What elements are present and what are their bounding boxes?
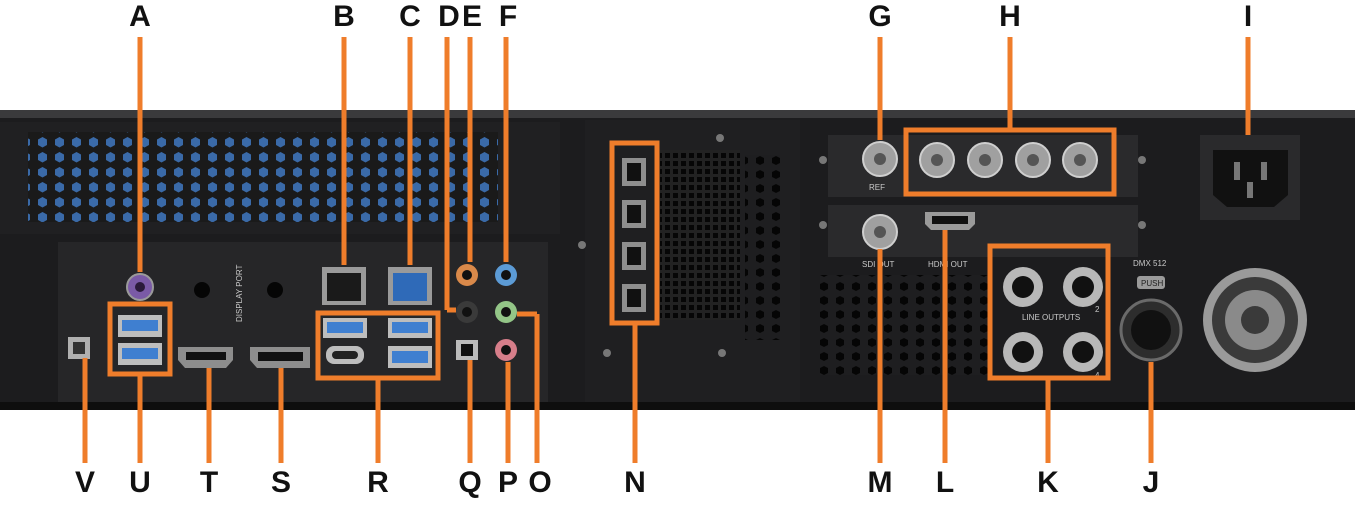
callout-label-r: R: [367, 466, 389, 499]
gpu-vent-2: [745, 155, 780, 340]
push-label: PUSH: [1141, 279, 1163, 288]
bnc-sdi-inputs-h: [919, 142, 1098, 178]
callout-label-q: Q: [458, 466, 482, 499]
callout-label-k: K: [1037, 466, 1059, 499]
line-outputs-label: LINE OUTPUTS: [1022, 313, 1080, 322]
callout-label-h: H: [999, 0, 1021, 33]
ref-label: REF: [869, 183, 885, 192]
callout-label-o: O: [528, 466, 552, 499]
callout-label-d: D: [438, 0, 460, 33]
callout-label-v: V: [74, 466, 96, 499]
callout-lines: [82, 37, 1251, 463]
callout-label-u: U: [129, 466, 151, 499]
line-output-jacks-k: [1003, 267, 1103, 372]
callout-label-s: S: [270, 466, 292, 499]
hdmi-out-label: HDMI OUT: [928, 260, 968, 269]
callout-label-i: I: [1243, 0, 1253, 33]
callout-label-j: J: [1142, 466, 1160, 499]
callout-label-t: T: [199, 466, 219, 499]
callout-label-p: P: [497, 466, 519, 499]
dmx-label: DMX 512: [1133, 259, 1167, 268]
callout-label-c: C: [399, 0, 421, 33]
antenna-hole-1: [194, 282, 210, 298]
dmx-push-tab: [1137, 276, 1165, 289]
callout-label-f: F: [498, 0, 518, 33]
callout-label-g: G: [868, 0, 892, 33]
display-port-label: DISPLAY PORT: [235, 265, 244, 322]
gpu-mini-dp-ports: [622, 158, 646, 312]
gpu-vent-grid: [660, 150, 740, 320]
left-vent: [28, 132, 498, 222]
callout-label-b: B: [333, 0, 355, 33]
callout-label-a: A: [129, 0, 151, 33]
callout-label-e: E: [461, 0, 483, 33]
output-2-label: 2: [1095, 305, 1100, 314]
power-inlet-i: [1213, 150, 1288, 207]
chassis-bottom-edge: [0, 402, 1355, 410]
callout-label-l: L: [935, 466, 955, 499]
chassis-top-edge: [0, 110, 1355, 118]
callout-label-m: M: [867, 466, 893, 499]
callout-label-n: N: [624, 466, 646, 499]
antenna-hole-2: [267, 282, 283, 298]
lower-right-vent: [820, 275, 990, 375]
